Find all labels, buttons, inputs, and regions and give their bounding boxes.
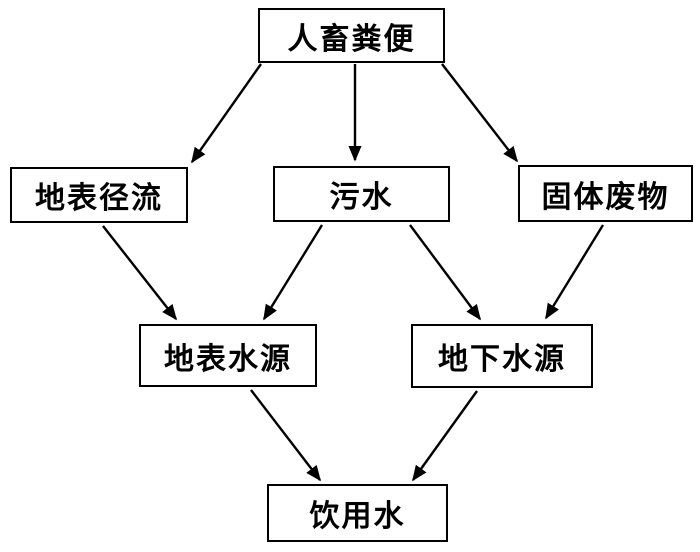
edge-ground-to-drinking <box>412 390 478 482</box>
node-ground-water-source: 地下水源 <box>411 324 593 388</box>
node-drinking-water: 饮用水 <box>267 484 448 542</box>
edge-sewage-to-surface <box>262 224 324 321</box>
node-surface-water-source: 地表水源 <box>139 324 317 387</box>
edge-feces-to-runoff <box>191 63 262 164</box>
node-surface-runoff: 地表径流 <box>10 167 188 223</box>
edge-runoff-to-surface <box>102 225 177 321</box>
edge-solid-waste-to-ground <box>544 224 605 320</box>
edge-feces-to-solid-waste <box>441 63 518 163</box>
node-human-animal-feces: 人畜粪便 <box>258 8 445 63</box>
edge-surface-to-drinking <box>250 389 321 482</box>
edge-sewage-to-ground <box>409 224 481 321</box>
node-solid-waste: 固体废物 <box>518 165 693 222</box>
node-sewage: 污水 <box>273 166 450 222</box>
